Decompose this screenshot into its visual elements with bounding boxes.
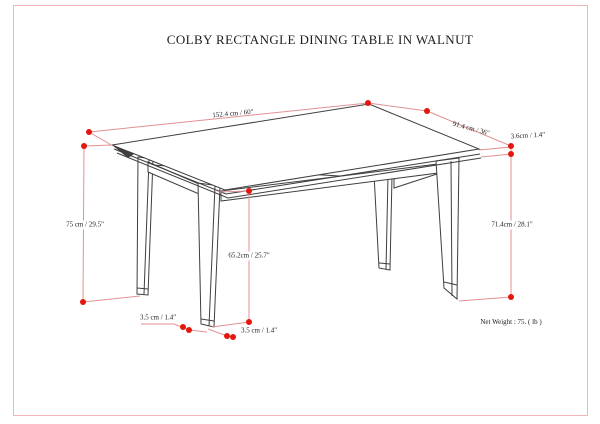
dimension-dot bbox=[508, 151, 514, 157]
dimension-dot bbox=[81, 143, 87, 149]
dimension-dot bbox=[230, 334, 236, 340]
table-structure bbox=[110, 103, 482, 328]
length-ext-left bbox=[88, 131, 114, 147]
tabletop-surface bbox=[110, 103, 481, 191]
dimension-dots bbox=[80, 100, 514, 340]
dimension-dot bbox=[80, 299, 86, 305]
dimension-dot bbox=[246, 319, 252, 325]
leg-back-right bbox=[373, 173, 393, 271]
depth-ext-line bbox=[367, 102, 428, 112]
leg-back-left bbox=[136, 156, 154, 296]
dimension-dot bbox=[180, 324, 186, 330]
dim-label-height: 75 cm / 29.5" bbox=[64, 220, 106, 230]
clearance-ext-top bbox=[218, 190, 250, 193]
dim-label-apron-clearance: 65.2cm / 25.7" bbox=[226, 251, 272, 261]
leg-front-left bbox=[197, 182, 221, 328]
dimension-dot bbox=[508, 294, 514, 300]
net-weight-label: Net Weight : 75. ( lb ) bbox=[480, 318, 542, 326]
floor-ext-bottom bbox=[458, 296, 512, 302]
corner-bevel-wedge bbox=[112, 145, 134, 158]
page-title: COLBY RECTANGLE DINING TABLE IN WALNUT bbox=[166, 32, 474, 47]
length-dim-line bbox=[88, 102, 369, 133]
thickness-ext-bottom bbox=[480, 153, 512, 158]
tabletop-bottom-edge bbox=[116, 152, 482, 199]
dimension-dot bbox=[424, 108, 430, 114]
leg-dim-leader-a bbox=[141, 323, 208, 333]
dimension-dot bbox=[86, 129, 92, 135]
dim-label-leg-thickness-a: 3.5 cm / 1.4" bbox=[139, 313, 177, 322]
leg-front-right bbox=[435, 157, 460, 301]
dimension-dot bbox=[365, 100, 371, 106]
dimension-dot bbox=[186, 327, 192, 333]
height-ext-top bbox=[83, 144, 113, 147]
clearance-ext-bottom bbox=[211, 321, 250, 328]
dimension-dot bbox=[224, 333, 230, 339]
dim-label-leg-thickness-b: 3.5 cm / 1.4" bbox=[240, 326, 278, 335]
thickness-ext-top bbox=[478, 146, 512, 151]
height-ext-bottom bbox=[82, 295, 141, 303]
dimension-dot bbox=[508, 143, 514, 149]
depth-dim-line bbox=[426, 110, 512, 147]
tabletop-bevel-line bbox=[113, 148, 481, 195]
dim-label-floor-to-underside: 71.4cm / 28.1" bbox=[489, 220, 535, 230]
dimension-dot bbox=[246, 188, 252, 194]
